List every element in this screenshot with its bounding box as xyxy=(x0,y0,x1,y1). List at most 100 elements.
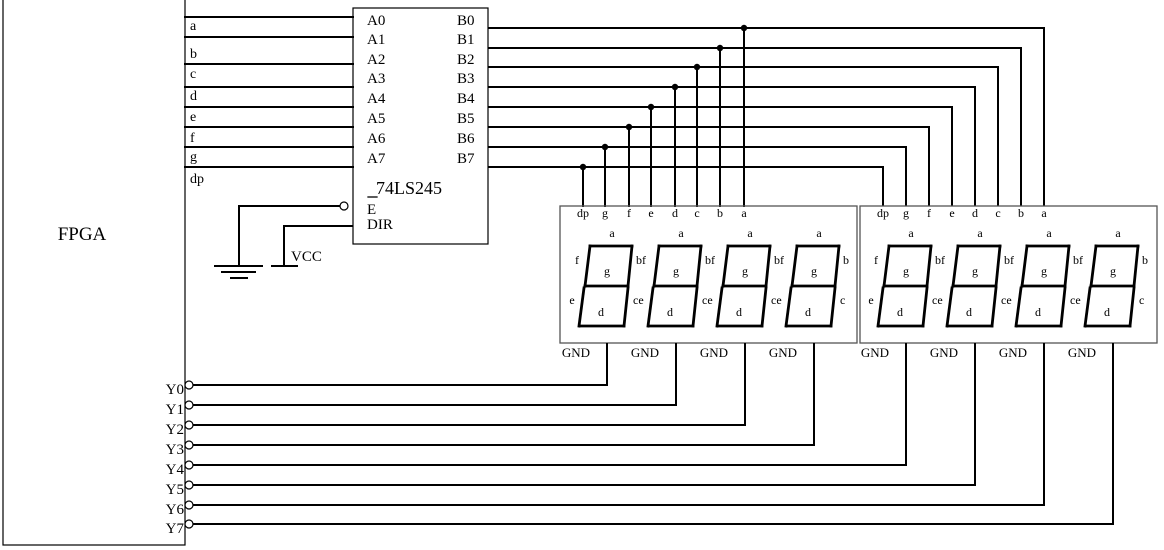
segment-label-bottom: d xyxy=(1035,305,1041,319)
segment-label-left-upper: f xyxy=(575,253,579,267)
enable-to-ground-wire xyxy=(238,205,340,266)
segment-e xyxy=(715,286,724,328)
buffer-pin-b-label: B1 xyxy=(457,32,475,48)
segment-c xyxy=(760,286,768,328)
segment-e xyxy=(577,286,586,328)
display-pin-label: c xyxy=(995,206,1000,220)
segment-f xyxy=(951,244,960,288)
segment-e xyxy=(876,286,885,328)
segment-c xyxy=(622,286,630,328)
display-pin-label: b xyxy=(717,206,723,220)
fpga-output-label: Y2 xyxy=(166,422,184,438)
buffer-pin-b-label: B0 xyxy=(457,13,475,29)
gnd-label: GND xyxy=(769,345,797,360)
segment-bus-wire xyxy=(488,106,953,206)
fpga-output-label: Y4 xyxy=(166,462,185,478)
junction-dot xyxy=(740,24,748,32)
gnd-label: GND xyxy=(1068,345,1096,360)
gnd-label: GND xyxy=(930,345,958,360)
segment-label-right-upper: bf xyxy=(705,253,715,267)
segment-label-right-upper: bf xyxy=(774,253,784,267)
segment-label-right-upper: b xyxy=(843,253,849,267)
enable-pin-label: E xyxy=(367,202,376,218)
junction-dot xyxy=(693,63,701,71)
gnd-label: GND xyxy=(999,345,1027,360)
fpga-output-label: Y1 xyxy=(166,402,184,418)
dir-to-vcc-wire xyxy=(283,225,353,266)
net-label: e xyxy=(190,110,196,125)
fpga-output-label: Y0 xyxy=(166,382,184,398)
gnd-label: GND xyxy=(562,345,590,360)
segment-label-middle: g xyxy=(811,264,817,278)
buffer-74ls245: A0A1A2A3A4A5A6A7B0B1B2B3B4B5B6B774LS245E… xyxy=(352,7,489,245)
segment-b xyxy=(695,244,703,288)
display-pin-label: d xyxy=(672,206,678,220)
fpga-box xyxy=(2,0,186,546)
segment-label-right-lower: c xyxy=(840,293,845,307)
segment-label-right-lower: c xyxy=(1139,293,1144,307)
segment-label-bottom: d xyxy=(966,305,972,319)
segment-b xyxy=(994,244,1002,288)
digit-select-wire xyxy=(193,343,907,466)
fpga-output-label: Y3 xyxy=(166,442,184,458)
buffer-pin-b-label: B3 xyxy=(457,71,475,87)
display-pin-label: e xyxy=(648,206,653,220)
net-label: c xyxy=(190,67,196,82)
junction-dot xyxy=(601,143,609,151)
junction-dot xyxy=(579,163,587,171)
net-label: b xyxy=(190,47,197,62)
buffer-part-number: 74LS245 xyxy=(376,178,442,198)
segment-label-top: a xyxy=(816,226,822,240)
segment-label-top: a xyxy=(977,226,983,240)
fpga-label: FPGA xyxy=(58,224,107,245)
ground-icon xyxy=(214,265,263,279)
segment-label-left-upper: f xyxy=(874,253,878,267)
segment-label-top: a xyxy=(678,226,684,240)
segment-b xyxy=(1132,244,1140,288)
buffer-pin-a-label: A1 xyxy=(367,32,385,48)
buffer-pin-b-label: B7 xyxy=(457,151,475,167)
segment-c xyxy=(1128,286,1136,328)
segment-f xyxy=(882,244,891,288)
display-pin-label: g xyxy=(602,206,608,220)
gnd-label: GND xyxy=(700,345,728,360)
power-section: VCC xyxy=(214,201,353,279)
segment-c xyxy=(829,286,837,328)
segment-label-right-upper: bf xyxy=(1004,253,1014,267)
segment-b xyxy=(1063,244,1071,288)
segment-label-middle: g xyxy=(673,264,679,278)
buffer-pin-b-label: B5 xyxy=(457,111,475,127)
buffer-pin-a-label: A7 xyxy=(367,151,386,167)
output-inversion-bubble xyxy=(184,519,194,529)
segment-b xyxy=(764,244,772,288)
segment-label-top: a xyxy=(1115,226,1121,240)
buffer-pin-a-label: A5 xyxy=(367,111,385,127)
buffer-pin-a-label: A0 xyxy=(367,13,385,29)
digit-select-wire xyxy=(193,343,1045,506)
segment-label-right-lower: ce xyxy=(633,293,644,307)
segment-label-right-upper: bf xyxy=(636,253,646,267)
segment-f xyxy=(583,244,592,288)
gnd-label: GND xyxy=(631,345,659,360)
digit-select-wire xyxy=(193,343,608,386)
display-pin-label: e xyxy=(949,206,954,220)
buffer-pin-b-label: B2 xyxy=(457,52,475,68)
segment-e xyxy=(1014,286,1023,328)
segment-label-middle: g xyxy=(604,264,610,278)
digit-select-wire xyxy=(193,343,677,406)
segment-label-bottom: d xyxy=(736,305,742,319)
digit-select-wire xyxy=(193,343,746,426)
display-pin-label: f xyxy=(927,206,931,220)
segment-bus-wire xyxy=(488,86,976,206)
output-inversion-bubble xyxy=(184,500,194,510)
segment-label-left-lower: e xyxy=(569,293,574,307)
